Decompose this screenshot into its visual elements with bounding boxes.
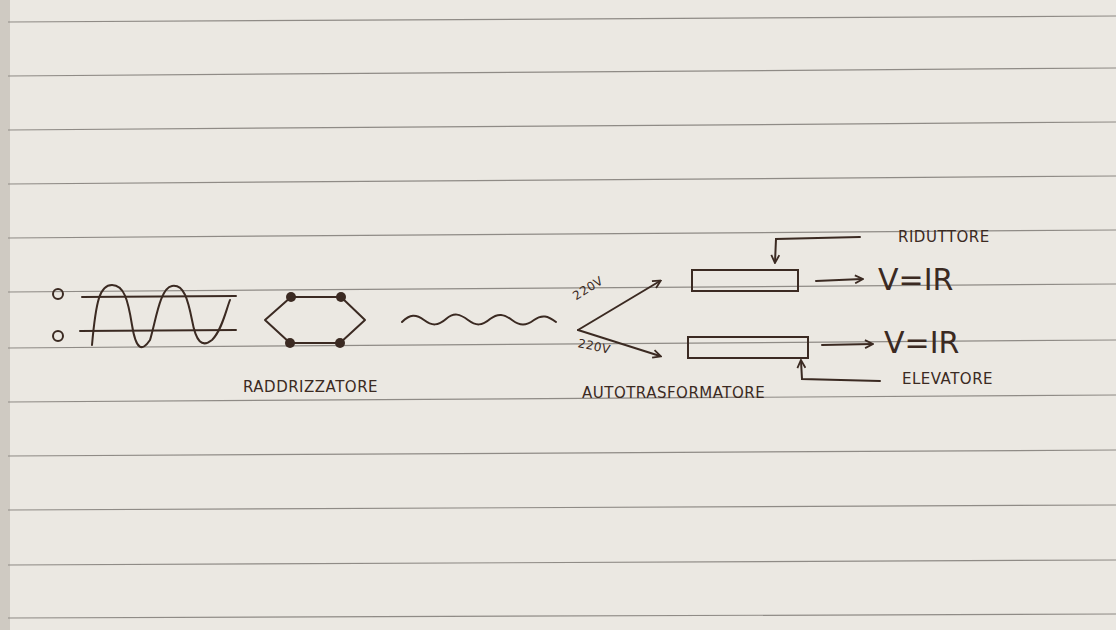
ruled-lines [8,16,1116,618]
axis-line [82,296,236,297]
transformer-bar [692,270,798,291]
paper-edge-shadow [0,0,10,630]
terminal-circle [53,289,63,299]
transformer-bar [688,337,808,358]
bridge-shape [265,297,365,343]
sine-wave [92,285,230,347]
diode-dot [286,292,296,302]
rectifier-bridge: RADDRIZZATORE [263,284,367,354]
output-arrow [822,344,872,345]
wavy-line [402,315,556,325]
formula: V=IR [878,262,953,297]
diode-dot [336,292,346,302]
component-label: RIDUTTORE [898,228,990,246]
axis-line [80,330,236,331]
component-label: ELEVATORE [902,370,993,388]
sketch [53,237,880,381]
terminal-circle [53,331,63,341]
formula: V=IR [884,325,959,360]
output-arrow [816,279,862,281]
leader-arrow [801,361,880,381]
bridge-outline [263,284,367,354]
component-label: AUTOTRASFORMATORE [582,384,765,402]
voltage-label: 220V [577,336,612,357]
component-label: RADDRIZZATORE [243,378,378,396]
leader-arrow [775,237,860,262]
voltage-label: 220V [570,274,606,303]
diode-dot [285,338,295,348]
diode-dot [335,338,345,348]
